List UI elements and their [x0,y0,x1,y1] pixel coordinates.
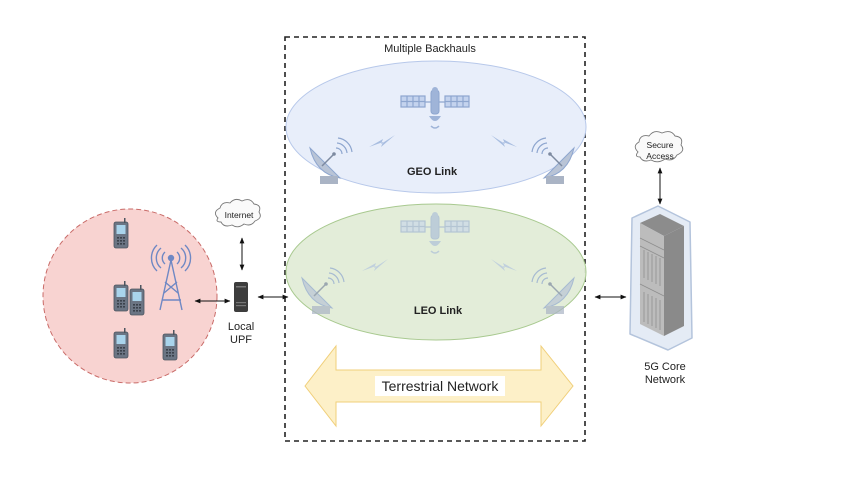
geo-link-label: GEO Link [407,166,458,178]
local-upf-server-icon[interactable] [234,282,248,312]
local-upf-label-line1: Local [228,321,254,333]
secure-access-label-line2: Access [646,151,673,161]
backhaul-title: Multiple Backhauls [384,43,476,55]
internet-cloud-icon [215,198,261,228]
internet-label: Internet [225,210,254,220]
backhaul-container [284,36,586,442]
local-upf-label-line2: UPF [230,334,252,346]
core-network-label-line2: Network [645,374,686,386]
geo-link-region [285,60,587,194]
terrestrial-network-label: Terrestrial Network [382,378,500,394]
leo-link-region [285,203,587,341]
secure-access-label-line1: Secure [647,140,674,150]
ue-phone-icon [129,284,145,316]
terrestrial-label-bg [375,376,505,396]
5g-core-rack-icon[interactable] [629,205,693,351]
ue-phone-icon [113,217,129,249]
ue-phone-icon [113,280,129,312]
core-network-label-line1: 5G Core [644,361,686,373]
cell-tower-icon [150,244,192,311]
ue-phone-icon [162,329,178,361]
ue-phone-icon [113,327,129,359]
leo-link-label: LEO Link [414,305,463,317]
secure-access-cloud-icon [634,131,684,163]
